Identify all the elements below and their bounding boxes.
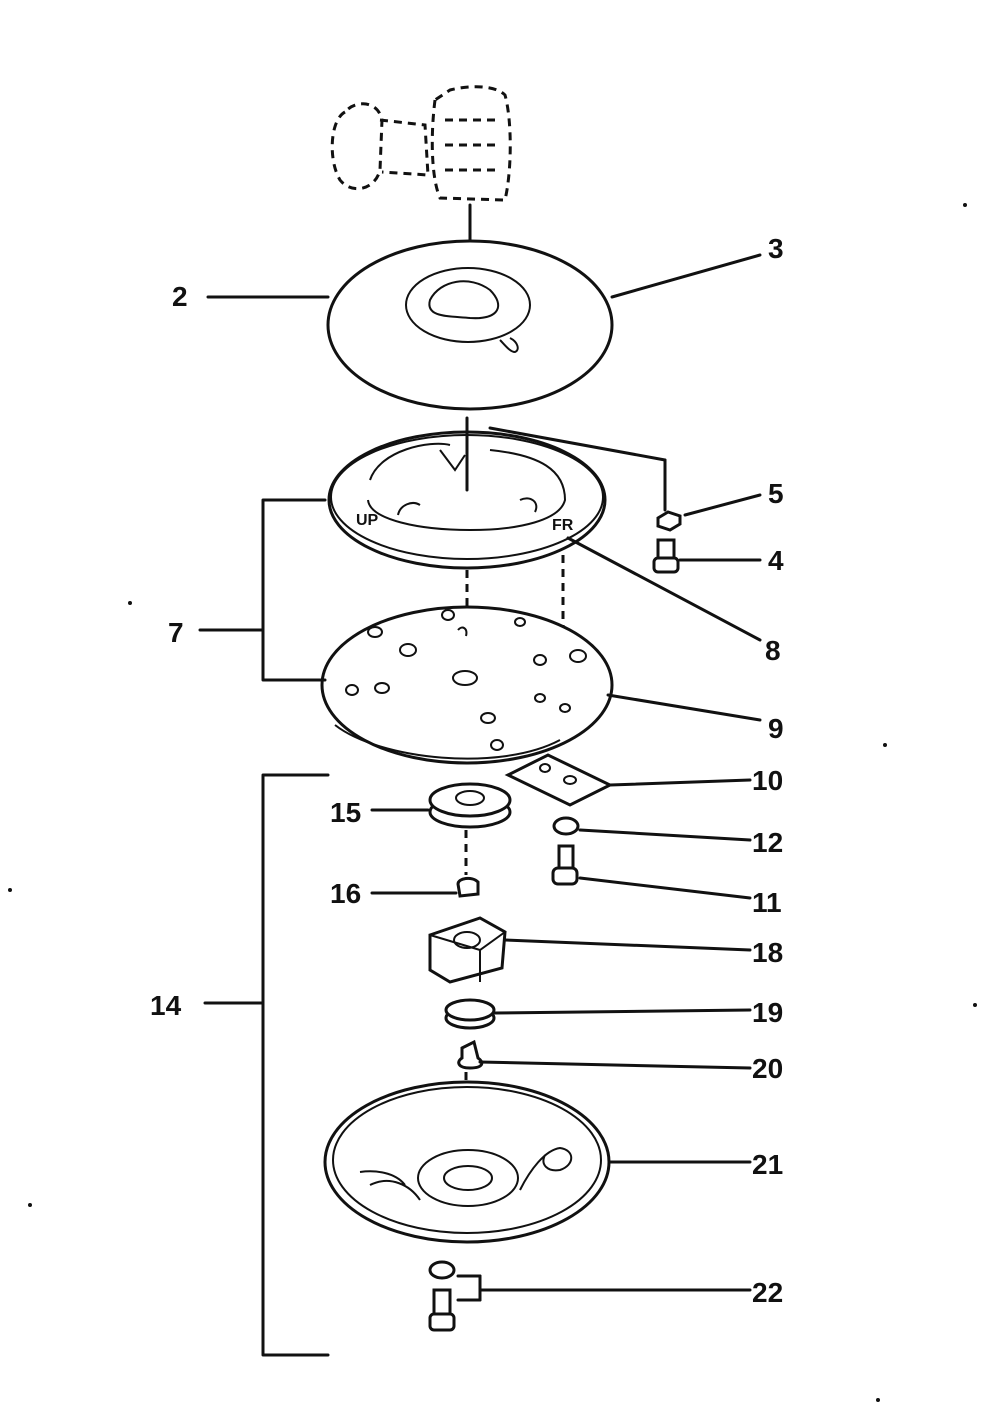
hub-block-18 [428, 916, 507, 984]
label-5: 5 [768, 478, 784, 509]
leader-lines [206, 253, 762, 1302]
plate-mark-up: UP [356, 512, 379, 529]
screw-set-22 [428, 1260, 456, 1332]
label-14: 14 [150, 990, 182, 1021]
washer-15 [428, 782, 512, 829]
ring-plate: UP FR [327, 416, 667, 570]
label-11: 11 [752, 887, 782, 918]
label-2: 2 [172, 281, 188, 312]
label-22: 22 [752, 1277, 783, 1308]
plate-mark-fr: FR [552, 517, 574, 534]
clip-16 [456, 876, 480, 898]
bottom-plate-21 [323, 1080, 611, 1244]
perforated-plate [320, 605, 614, 765]
nut-12 [552, 816, 580, 836]
label-10: 10 [752, 765, 783, 796]
screw-11 [551, 844, 579, 886]
bracket [504, 753, 614, 807]
label-8: 8 [765, 635, 781, 666]
label-4: 4 [768, 545, 784, 576]
group-bracket-7 [198, 498, 327, 682]
label-19: 19 [752, 997, 783, 1028]
screw-4 [652, 538, 680, 574]
group-bracket-14 [203, 773, 330, 1357]
label-15: 15 [330, 797, 361, 828]
nut-5 [656, 510, 682, 532]
spacer-19 [444, 998, 496, 1030]
label-9: 9 [768, 713, 784, 744]
label-3: 3 [768, 233, 784, 264]
label-20: 20 [752, 1053, 783, 1084]
part-labels: 2 3 5 4 7 8 9 10 15 12 16 11 14 18 19 20… [150, 233, 784, 1308]
label-18: 18 [752, 937, 783, 968]
top-disc [326, 239, 614, 411]
scan-specks [8, 203, 977, 1402]
label-21: 21 [752, 1149, 783, 1180]
pin-20 [457, 1039, 484, 1070]
label-16: 16 [330, 878, 361, 909]
label-12: 12 [752, 827, 783, 858]
label-7: 7 [168, 617, 184, 648]
